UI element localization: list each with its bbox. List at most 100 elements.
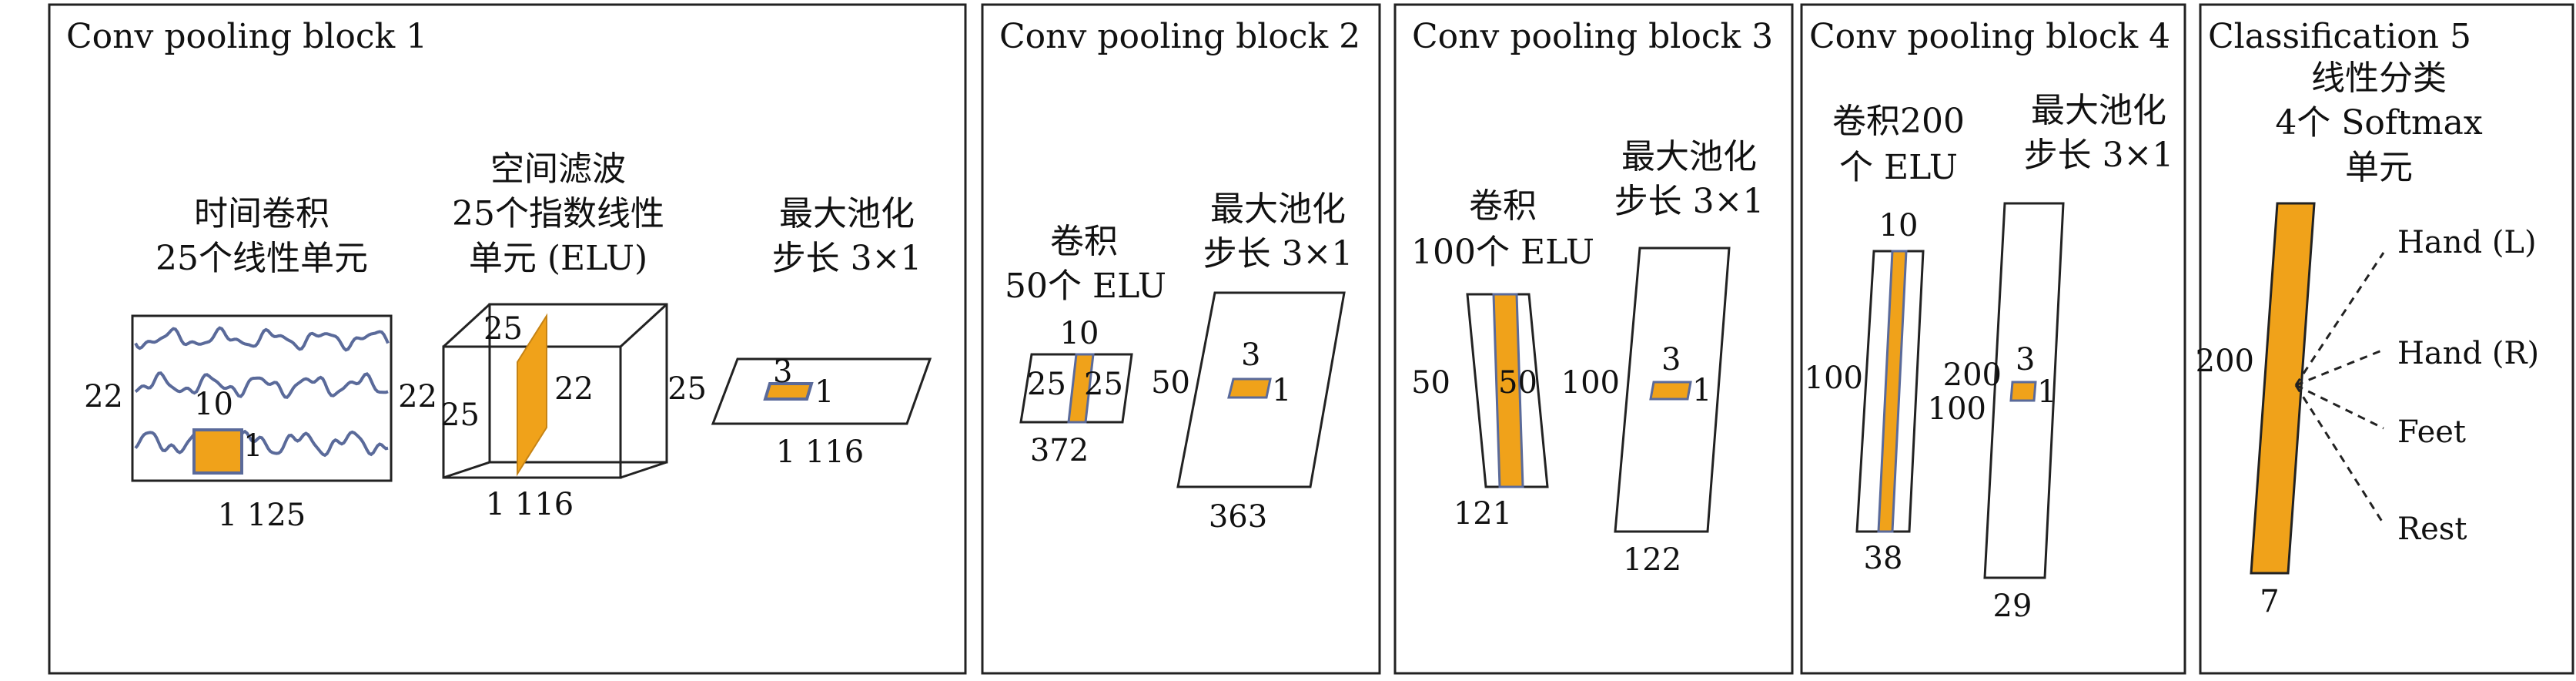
block-1-layer3-kernel-height: 3 [773, 354, 792, 390]
block-2-conv-map [1019, 353, 1133, 424]
block-4: Conv pooling block 4 卷积200 个 ELU 10 100 … [1800, 3, 2186, 675]
block-2-pool-width: 363 [1209, 499, 1267, 535]
block-4-title: Conv pooling block 4 [1809, 17, 2170, 56]
block-2-conv-caption-line1: 卷积 [1050, 222, 1118, 261]
pooling-map [711, 357, 932, 425]
pooling-kernel [2009, 381, 2037, 402]
block-3-conv-left: 50 [1411, 365, 1450, 401]
signal-wave [134, 371, 389, 399]
block-3-pool-caption-line1: 最大池化 [1621, 137, 1757, 176]
cube-edge [443, 461, 490, 479]
connection-line [2294, 252, 2385, 386]
conv-filter [1492, 293, 1524, 488]
block-3-pool-left: 100 [1561, 365, 1620, 401]
block-1: Conv pooling block 1 时间卷积 25个线性单元 10 1 2… [48, 3, 967, 675]
block-5-frame [2199, 3, 2574, 675]
block-4-conv-right: 200 [1943, 357, 2002, 393]
block-3-pool-map [1614, 247, 1731, 533]
block-3-frame [1393, 3, 1794, 675]
block-1-layer1-caption-line2: 25个线性单元 [156, 239, 368, 278]
softmax-units-bar [2250, 202, 2316, 575]
block-1-title: Conv pooling block 1 [66, 17, 427, 56]
block-4-pool-caption-line2: 步长 3×1 [2024, 136, 2174, 175]
cube-edge [619, 303, 668, 348]
block-4-conv-left: 100 [1805, 361, 1863, 396]
pooling-kernel [1649, 381, 1692, 401]
block-1-layer2-depth: 25 [440, 398, 480, 433]
block-1-layer3-left: 25 [667, 371, 707, 407]
block-5: Classification 5 线性分类 4个 Softmax 单元 200 … [2196, 3, 2574, 675]
block-4-pool-left: 100 [1928, 391, 1986, 427]
block-3-conv-caption-line1: 卷积 [1469, 186, 1537, 226]
block-3-conv-caption-line2: 100个 ELU [1411, 233, 1594, 272]
block-2-title: Conv pooling block 2 [999, 17, 1360, 56]
block-2-conv-top: 10 [1060, 316, 1099, 351]
block-1-layer1-caption-line1: 时间卷积 [194, 194, 330, 233]
block-3: Conv pooling block 3 卷积 100个 ELU 50 50 1… [1393, 3, 1794, 675]
block-4-pool-width: 29 [1993, 589, 2032, 624]
block-1-frame [48, 3, 967, 675]
temporal-kernel [192, 428, 243, 475]
block-2-conv-caption-line2: 50个 ELU [1005, 267, 1166, 306]
block-2-conv-right: 25 [1084, 367, 1123, 402]
pooling-kernel [1227, 377, 1272, 399]
block-2-pool-caption-line1: 最大池化 [1210, 190, 1346, 229]
block-2-conv-left: 25 [1027, 367, 1066, 402]
output-hand-left: Hand (L) [2397, 225, 2537, 260]
connection-line [2295, 348, 2384, 387]
block-1-layer2-filter-right: 22 [554, 371, 594, 407]
output-feet: Feet [2397, 414, 2466, 450]
block-3-conv-width: 121 [1454, 496, 1512, 532]
block-1-layer3-width: 1 116 [776, 434, 865, 470]
block-5-left: 200 [2196, 344, 2254, 379]
signal-wave [134, 428, 389, 458]
block-2-layer2-caption-line1: 空间滤波 [490, 149, 626, 189]
output-hand-right: Hand (R) [2397, 336, 2539, 371]
block-2-frame [981, 3, 1381, 675]
block-1-layer2-filter-top: 25 [483, 311, 523, 347]
cube-edge [620, 461, 667, 479]
block-1-layer3-kernel-width: 1 [815, 374, 834, 410]
block-3-pool-width: 122 [1623, 542, 1681, 578]
block-4-frame [1800, 3, 2186, 675]
conv-filter [1067, 353, 1095, 424]
block-4-conv-width: 38 [1864, 541, 1903, 576]
block-3-pool-kernel-height: 3 [1661, 342, 1681, 377]
block-3-title: Conv pooling block 3 [1412, 17, 1773, 56]
block-2-conv-width: 372 [1030, 433, 1089, 468]
block-1-layer3-caption-line1: 最大池化 [779, 194, 915, 233]
spatial-filter [517, 313, 547, 477]
block-1-layer2-left: 22 [398, 379, 437, 414]
block-2-pool-kernel-height: 3 [1241, 337, 1260, 373]
block-3-pool-caption-line2: 步长 3×1 [1614, 182, 1765, 221]
temporal-signal-box [131, 314, 393, 482]
block-2-pool-map [1176, 291, 1346, 488]
block-3-conv-right: 50 [1498, 365, 1537, 401]
block-5-title: Classification 5 [2208, 17, 2471, 56]
block-1-layer3-caption-line2: 步长 3×1 [772, 239, 922, 278]
block-2-pool-kernel-width: 1 [1272, 373, 1291, 408]
block-1-layer2-caption-line2: 25个指数线性 [452, 194, 664, 233]
block-5-caption-line1: 线性分类 [2311, 59, 2447, 98]
block-5-width: 7 [2260, 584, 2279, 619]
block-2-pool-caption-line2: 步长 3×1 [1203, 234, 1353, 273]
block-1-layer1-height: 22 [84, 379, 123, 414]
pooling-kernel [763, 382, 814, 401]
block-1-layer2-caption-line3: 单元 (ELU) [469, 239, 647, 278]
block-5-caption-line2: 4个 Softmax [2275, 103, 2483, 143]
signal-wave [134, 326, 390, 352]
block-5-caption-line3: 单元 [2345, 148, 2413, 187]
block-4-conv-caption-line2: 个 ELU [1839, 148, 1958, 187]
cube-back-face [488, 303, 668, 464]
block-1-layer1-kernel-width: 1 [243, 428, 263, 464]
block-1-layer2-width: 1 116 [486, 487, 574, 522]
block-1-layer1-kernel-height: 10 [194, 387, 233, 422]
connection-line [2295, 384, 2384, 430]
conv-filter [1877, 250, 1908, 533]
block-4-pool-caption-line1: 最大池化 [2031, 91, 2166, 130]
block-4-conv-caption-line1: 卷积200 [1832, 102, 1965, 141]
output-rest: Rest [2397, 512, 2467, 547]
block-4-pool-kernel-width: 1 [2037, 374, 2056, 410]
block-2-pool-left: 50 [1151, 365, 1190, 401]
